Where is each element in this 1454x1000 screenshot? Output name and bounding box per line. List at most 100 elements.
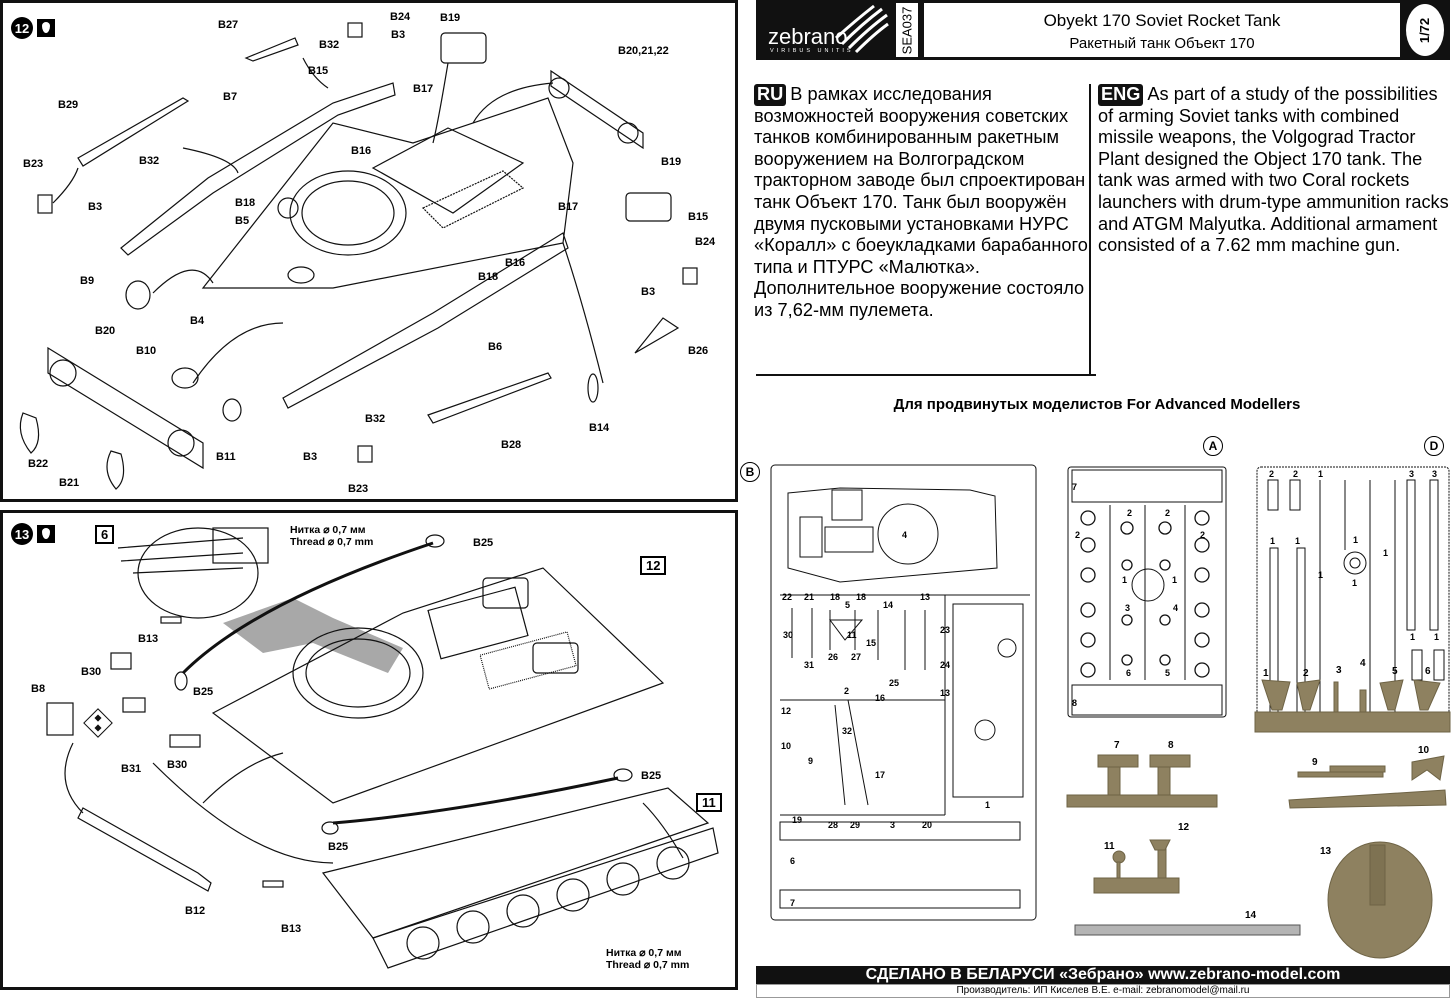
resin-part-number: 10 <box>1418 745 1430 756</box>
resin-part-number: 1 <box>1263 668 1269 679</box>
title-english: Obyekt 170 Soviet Rocket Tank <box>1043 11 1281 30</box>
part-label: B28 <box>501 439 522 451</box>
sprue-part-number: 3 <box>1295 722 1301 732</box>
part-label: B7 <box>223 91 238 103</box>
resin-part-number: 2 <box>1303 668 1309 679</box>
part-label: B17 <box>558 201 579 213</box>
sprue-a-letter: A <box>1203 436 1223 456</box>
sprue-part-number: 11 <box>847 630 857 640</box>
sprue-part-number: 2 <box>1410 722 1416 732</box>
step-number: 12 <box>11 17 33 39</box>
lower-hull-step-ref: 11 <box>696 793 722 812</box>
sprue-part-number: 13 <box>920 592 931 602</box>
part-label: B10 <box>136 345 157 357</box>
sprue-part-number: 13 <box>940 688 951 698</box>
part-label: B17 <box>413 83 434 95</box>
sprue-part-number: 17 <box>875 770 886 780</box>
turret-step-ref: 6 <box>95 525 115 544</box>
resin-part-number: 5 <box>1392 666 1398 677</box>
part-label: B20 <box>95 325 116 337</box>
decal-icon <box>83 708 113 738</box>
resin-part-number: 11 <box>1104 841 1115 852</box>
sprue-part-number: 2 <box>844 686 850 696</box>
advanced-section-title: Для продвинутых моделистов For Advanced … <box>893 396 1301 413</box>
sprue-part-number: 27 <box>851 652 862 662</box>
sprue-d-frame <box>1256 466 1450 733</box>
part-label: B20,21,22 <box>618 45 669 57</box>
thread-ru: Нитка ⌀ 0,7 мм <box>290 524 366 536</box>
part-label: B6 <box>488 341 503 353</box>
part-label: B25 <box>193 686 214 698</box>
kit-code-text: SEA037 <box>899 6 915 54</box>
sprue-part-number: 20 <box>922 820 933 830</box>
part-label: B21 <box>59 477 80 489</box>
step-number: 13 <box>11 523 33 545</box>
sprue-part-number: 12 <box>781 706 792 716</box>
part-label: B13 <box>281 923 302 935</box>
thread-en: Thread ⌀ 0,7 mm <box>290 536 374 548</box>
part-label: B32 <box>139 155 160 167</box>
part-label: B3 <box>88 201 103 213</box>
part-label: B29 <box>58 99 79 111</box>
part-label: B13 <box>138 633 159 645</box>
sprue-part-number: 1 <box>1318 570 1324 580</box>
zebra-stripes-icon <box>834 4 889 54</box>
sprue-part-number: 18 <box>856 592 867 602</box>
resin-part-number: 4 <box>1360 658 1366 669</box>
sprue-part-number: 9 <box>808 756 814 766</box>
sprue-part-number: 22 <box>782 592 793 602</box>
part-label: B16 <box>351 145 372 157</box>
step-12-panel: 12 <box>0 0 738 502</box>
ru-text: В рамках исследования возможностей воору… <box>754 84 1088 320</box>
sprue-part-number: 2 <box>1165 508 1171 518</box>
assembly-drawing <box>46 527 719 969</box>
scale-badge: 1/72 <box>1406 4 1444 56</box>
sprue-part-number: 21 <box>804 592 815 602</box>
sprue-a-frame <box>1067 466 1227 718</box>
part-label: B15 <box>308 65 329 77</box>
sprue-part-number: 7 <box>1072 482 1078 492</box>
sprue-part-number: 2 <box>1127 508 1133 518</box>
sprue-part-number: 19 <box>792 815 803 825</box>
sprue-part-number: 4 <box>1173 603 1179 613</box>
sprue-part-number: 16 <box>875 693 886 703</box>
resin-part-number: 14 <box>1245 910 1257 921</box>
sprue-b-letter: B <box>740 462 760 482</box>
part-label: B19 <box>440 12 461 24</box>
title-box: Obyekt 170 Soviet Rocket Tank Ракетный т… <box>924 3 1400 57</box>
part-label: B11 <box>216 451 236 463</box>
sprue-part-number: 3 <box>1125 603 1131 613</box>
sprue-part-number: 5 <box>1165 668 1171 678</box>
sprue-part-number: 2 <box>1075 530 1081 540</box>
hull-top-plate <box>201 97 574 289</box>
resin-hatch-13 <box>1327 841 1433 959</box>
sprue-part-number: 1 <box>1352 578 1358 588</box>
sprue-part-number: 24 <box>940 660 951 670</box>
resin-part-number: 12 <box>1178 822 1190 833</box>
part-label: B19 <box>661 156 682 168</box>
sprue-part-number: 10 <box>781 741 792 751</box>
scale-text: 1/72 <box>1417 17 1433 43</box>
brand-motto: VIRIBUS UNITIS <box>770 48 854 54</box>
sprue-part-number: 1 <box>1172 575 1178 585</box>
sprue-part-number: 2 <box>1200 530 1206 540</box>
hull-exploded-drawing <box>19 22 698 490</box>
resin-runner-9-10 <box>1288 789 1447 809</box>
part-label: B15 <box>688 211 709 223</box>
sprue-part-number: 3 <box>890 820 896 830</box>
metal-rod-14 <box>1074 924 1301 936</box>
part-label: B16 <box>505 257 526 269</box>
part-label: B8 <box>31 683 46 695</box>
producer-line: Производитель: ИП Киселев В.Е. e-mail: z… <box>756 984 1450 998</box>
sprue-part-number: 29 <box>850 820 861 830</box>
placement-arrow-icon <box>223 598 403 673</box>
sprue-part-number: 26 <box>828 652 839 662</box>
part-label: B32 <box>319 39 340 51</box>
sprue-part-number: 3 <box>1432 469 1438 479</box>
kit-code: SEA037 <box>896 3 918 57</box>
resin-part-number: 9 <box>1312 757 1318 768</box>
part-label: B9 <box>80 275 95 287</box>
part-label: B25 <box>641 770 662 782</box>
sprue-part-number: 30 <box>783 630 794 640</box>
